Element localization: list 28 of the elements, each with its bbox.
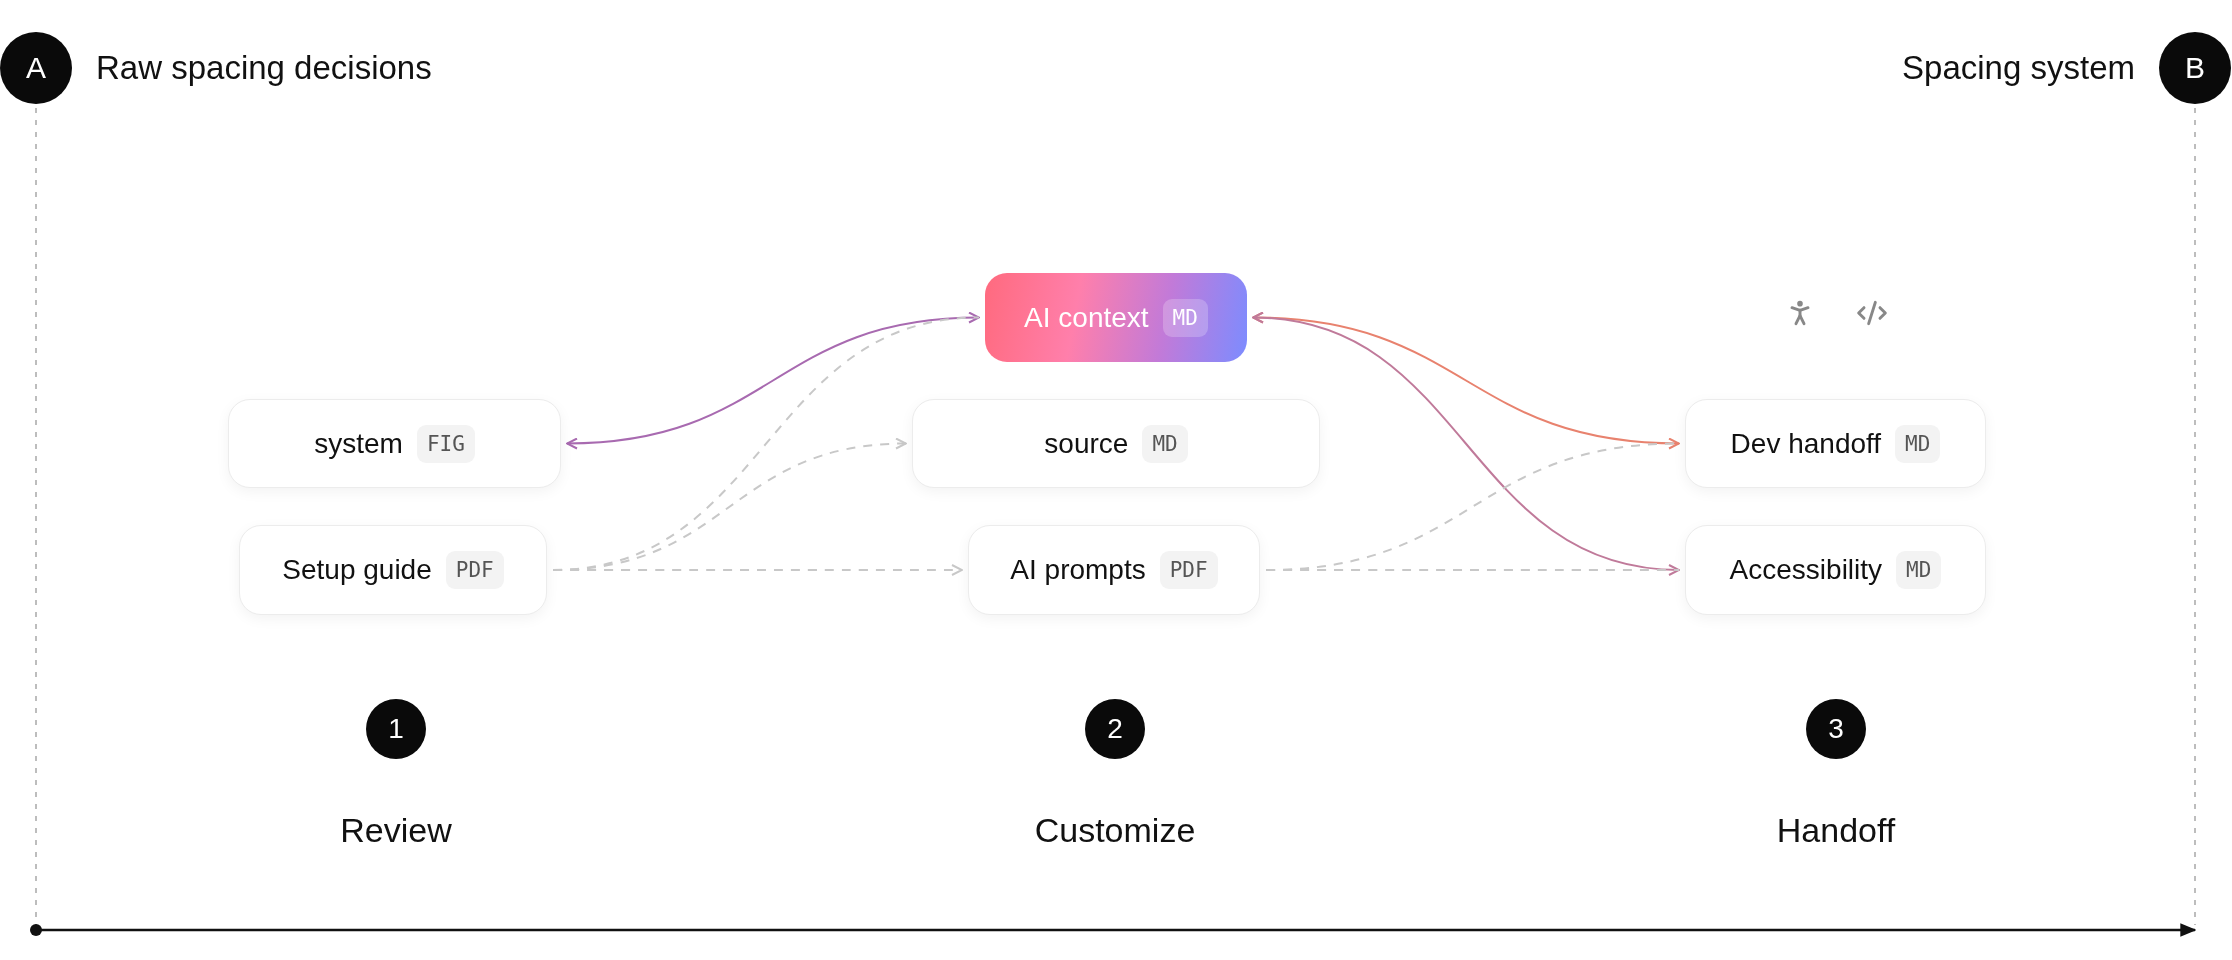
stage-label: Spacing system xyxy=(1902,49,2135,87)
step-number: 1 xyxy=(366,699,426,759)
letter-marker: A xyxy=(0,32,72,104)
card-title: Dev handoff xyxy=(1730,427,1882,460)
step-caption: Customize xyxy=(1034,811,1196,850)
step-caption: Handoff xyxy=(1776,811,1896,850)
card-title: AI prompts xyxy=(1010,554,1146,586)
arrow xyxy=(1252,312,1680,575)
file-type-tag: MD xyxy=(1162,298,1208,337)
arrow xyxy=(566,312,980,449)
step-number: 3 xyxy=(1806,699,1866,759)
card-title: source xyxy=(1044,427,1129,460)
letter-marker: B xyxy=(2159,32,2231,104)
step-number: 2 xyxy=(1085,699,1145,759)
file-type-tag: MD xyxy=(1142,424,1188,463)
file-type-tag: MD xyxy=(1896,551,1942,589)
card-title: Accessibility xyxy=(1729,554,1883,586)
file-type-tag: PDF xyxy=(445,551,504,589)
card-title: AI context xyxy=(1024,301,1149,334)
card-title: system xyxy=(314,427,403,460)
card-title: Setup guide xyxy=(282,554,432,586)
highlighted-file-card xyxy=(985,273,1247,362)
step-caption: Review xyxy=(340,811,452,850)
stage-label: Raw spacing decisions xyxy=(96,49,432,87)
dashed-arrow xyxy=(552,564,963,576)
file-type-tag: MD xyxy=(1895,424,1941,463)
file-type-tag: FIG xyxy=(416,424,475,463)
file-type-tag: PDF xyxy=(1159,551,1218,589)
